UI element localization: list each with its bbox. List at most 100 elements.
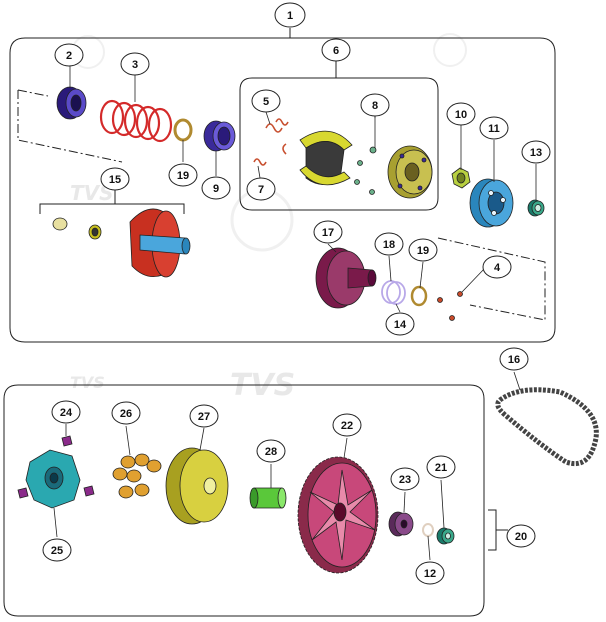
part-9-bush [203, 120, 236, 152]
part-11-clutch-housing [469, 178, 514, 228]
callouts: 1 2 3 4 5 6 7 8 9 10 11 12 13 14 15 16 1… [42, 2, 551, 585]
part-8-bolt [369, 146, 377, 154]
part-3-spring [99, 99, 173, 143]
part-26-rollers [112, 453, 162, 499]
callout-21: 21 [426, 455, 456, 479]
axis-line [437, 237, 546, 321]
callout-2: 2 [54, 43, 84, 67]
watermark-seal [433, 33, 467, 67]
upper-group-frame [9, 37, 556, 343]
svg-text:7: 7 [258, 184, 264, 196]
svg-text:19: 19 [177, 170, 189, 182]
svg-text:14: 14 [394, 319, 407, 331]
svg-text:1: 1 [287, 10, 293, 22]
part-4-pin [457, 291, 463, 297]
callout-7: 7 [246, 177, 276, 201]
callout-24: 24 [51, 400, 81, 424]
callout-16: 16 [499, 347, 529, 371]
svg-text:26: 26 [120, 408, 132, 420]
callout-1: 1 [274, 2, 306, 28]
part-5-spring [275, 118, 289, 126]
callout-23: 23 [390, 467, 420, 491]
svg-text:16: 16 [508, 354, 520, 366]
part-24-slider [83, 485, 95, 497]
svg-text:13: 13 [530, 147, 542, 159]
svg-text:21: 21 [435, 462, 447, 474]
watermark-tvs: TVS [70, 373, 105, 392]
callout-8: 8 [360, 93, 390, 117]
part-22-fan-drive-face [297, 456, 379, 574]
part-12-washer [422, 523, 434, 537]
clutch-clip [282, 143, 287, 155]
callout-26: 26 [111, 401, 141, 425]
fastener [354, 179, 360, 185]
svg-text:4: 4 [494, 262, 501, 274]
svg-text:10: 10 [455, 109, 467, 121]
part-28-sleeve [249, 487, 287, 509]
svg-text:24: 24 [60, 407, 73, 419]
callout-17: 17 [313, 220, 343, 244]
callout-20: 20 [506, 524, 536, 548]
callout-22: 22 [332, 413, 362, 437]
svg-text:11: 11 [488, 123, 500, 135]
fastener [357, 160, 363, 166]
callout-19: 19 [168, 163, 198, 187]
callout-9: 9 [201, 176, 231, 200]
svg-text:18: 18 [383, 239, 395, 251]
svg-text:25: 25 [51, 545, 63, 557]
part-7-spring [253, 158, 267, 166]
part-20-bracket [488, 509, 508, 551]
callout-12: 12 [415, 561, 445, 585]
part-19-washer [173, 118, 193, 142]
part-19-washer [410, 285, 428, 307]
svg-text:3: 3 [132, 59, 138, 71]
svg-text:19: 19 [417, 245, 429, 257]
watermark-layer: TVS TVS TVS [70, 33, 467, 403]
svg-text:22: 22 [341, 420, 353, 432]
leader-lines [53, 65, 537, 561]
callout-10: 10 [446, 102, 476, 126]
clutch-group-frame [239, 77, 439, 211]
callout-28: 28 [256, 439, 286, 463]
part-24-slider [17, 487, 29, 499]
part-23-nut [388, 511, 414, 537]
svg-text:5: 5 [263, 96, 269, 108]
part-5-spring [265, 123, 283, 133]
part-10-nut-hole [456, 172, 466, 184]
callout-27: 27 [189, 404, 219, 428]
callout-11: 11 [479, 116, 509, 140]
callout-5: 5 [251, 89, 281, 113]
callout-6: 6 [321, 38, 351, 62]
part-16-drive-belt [495, 387, 599, 466]
svg-text:20: 20 [515, 531, 527, 543]
svg-text:27: 27 [198, 411, 210, 423]
callout-14: 14 [385, 312, 415, 336]
part-4-pin [449, 315, 455, 321]
svg-text:15: 15 [109, 174, 121, 186]
part-2-bush [56, 86, 87, 120]
callout-4: 4 [482, 255, 512, 279]
axis-line [17, 89, 123, 163]
svg-text:2: 2 [66, 50, 72, 62]
svg-text:23: 23 [399, 474, 411, 486]
part-13-nut [527, 199, 545, 217]
part-15-pulley [52, 208, 191, 278]
svg-text:12: 12 [424, 568, 436, 580]
svg-text:28: 28 [265, 446, 277, 458]
callout-13: 13 [521, 140, 551, 164]
group-frames [3, 28, 556, 617]
part-27-variator [165, 447, 229, 525]
part-17-pulley [315, 247, 377, 309]
part-15-bracket [39, 190, 185, 214]
parts [17, 86, 599, 574]
callout-19: 19 [408, 238, 438, 262]
part-21-nut [436, 527, 455, 545]
callout-3: 3 [120, 52, 150, 76]
part-6-clutch-shoes [299, 130, 353, 186]
svg-text:9: 9 [213, 183, 219, 195]
svg-text:6: 6 [333, 45, 339, 57]
callout-18: 18 [374, 232, 404, 256]
lower-group-frame [3, 384, 485, 617]
callout-15: 15 [100, 167, 130, 191]
